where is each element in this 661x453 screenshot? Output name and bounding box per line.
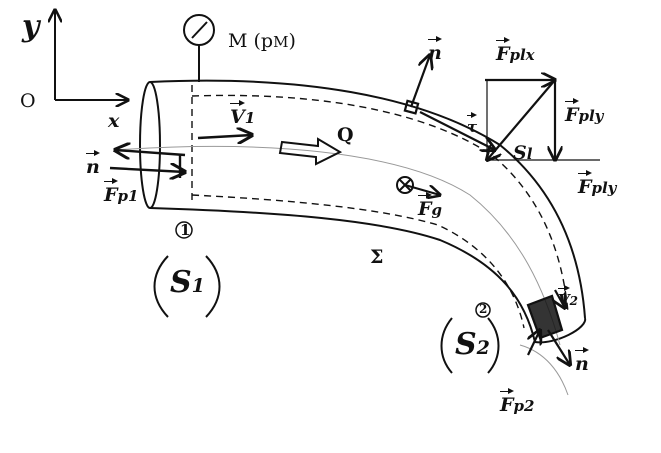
flow-rate-label: Q (337, 124, 354, 146)
outlet-jet-line (519, 344, 569, 396)
normal-vector-outlet-label: n (575, 347, 589, 375)
section-2-circle (475, 302, 491, 318)
pipe-outline (139, 79, 587, 344)
origin-label: O (20, 90, 36, 112)
gravity-vector (396, 176, 440, 195)
section-2-label: S2 (455, 327, 490, 362)
wall-force-triangle (485, 80, 600, 160)
x-axis-label: x (108, 110, 120, 132)
control-surface-dashed (191, 85, 569, 329)
pipe-centerline (114, 145, 561, 346)
wall-element-vectors (403, 55, 495, 150)
wall-force-y-label: Fply (565, 98, 604, 126)
gravity-force-label: Fg (418, 192, 442, 220)
outlet-vectors (526, 289, 570, 365)
pressure-force-1-label: Fp1 (104, 178, 139, 206)
pressure-force-2-label: Fp2 (500, 388, 535, 416)
manometer (183, 14, 215, 82)
tangent-vector-label: τ (467, 112, 478, 136)
y-axis-label: y (22, 9, 40, 44)
lateral-surface-label: Sl (513, 142, 533, 164)
coordinate-axes (55, 10, 128, 100)
manometer-label: M (pM) (228, 30, 296, 52)
flow-arrow (278, 137, 343, 166)
wall-force-x-label: Fplx (496, 37, 535, 65)
velocity-2-label: V2 (558, 285, 578, 309)
section-1-label: S1 (170, 265, 205, 300)
section-1-circle (175, 221, 193, 239)
inlet-vectors (109, 135, 252, 178)
normal-vector-wall-label: n (428, 36, 442, 64)
velocity-1-label: V1 (230, 100, 256, 128)
normal-vector-inlet-label: n (86, 150, 100, 178)
section-2-number: 2 (479, 302, 488, 316)
wall-force-y-label-lower: Fply (578, 170, 617, 198)
section-1-number: 1 (180, 221, 191, 239)
pipe-wall-label: Σ (370, 246, 384, 268)
